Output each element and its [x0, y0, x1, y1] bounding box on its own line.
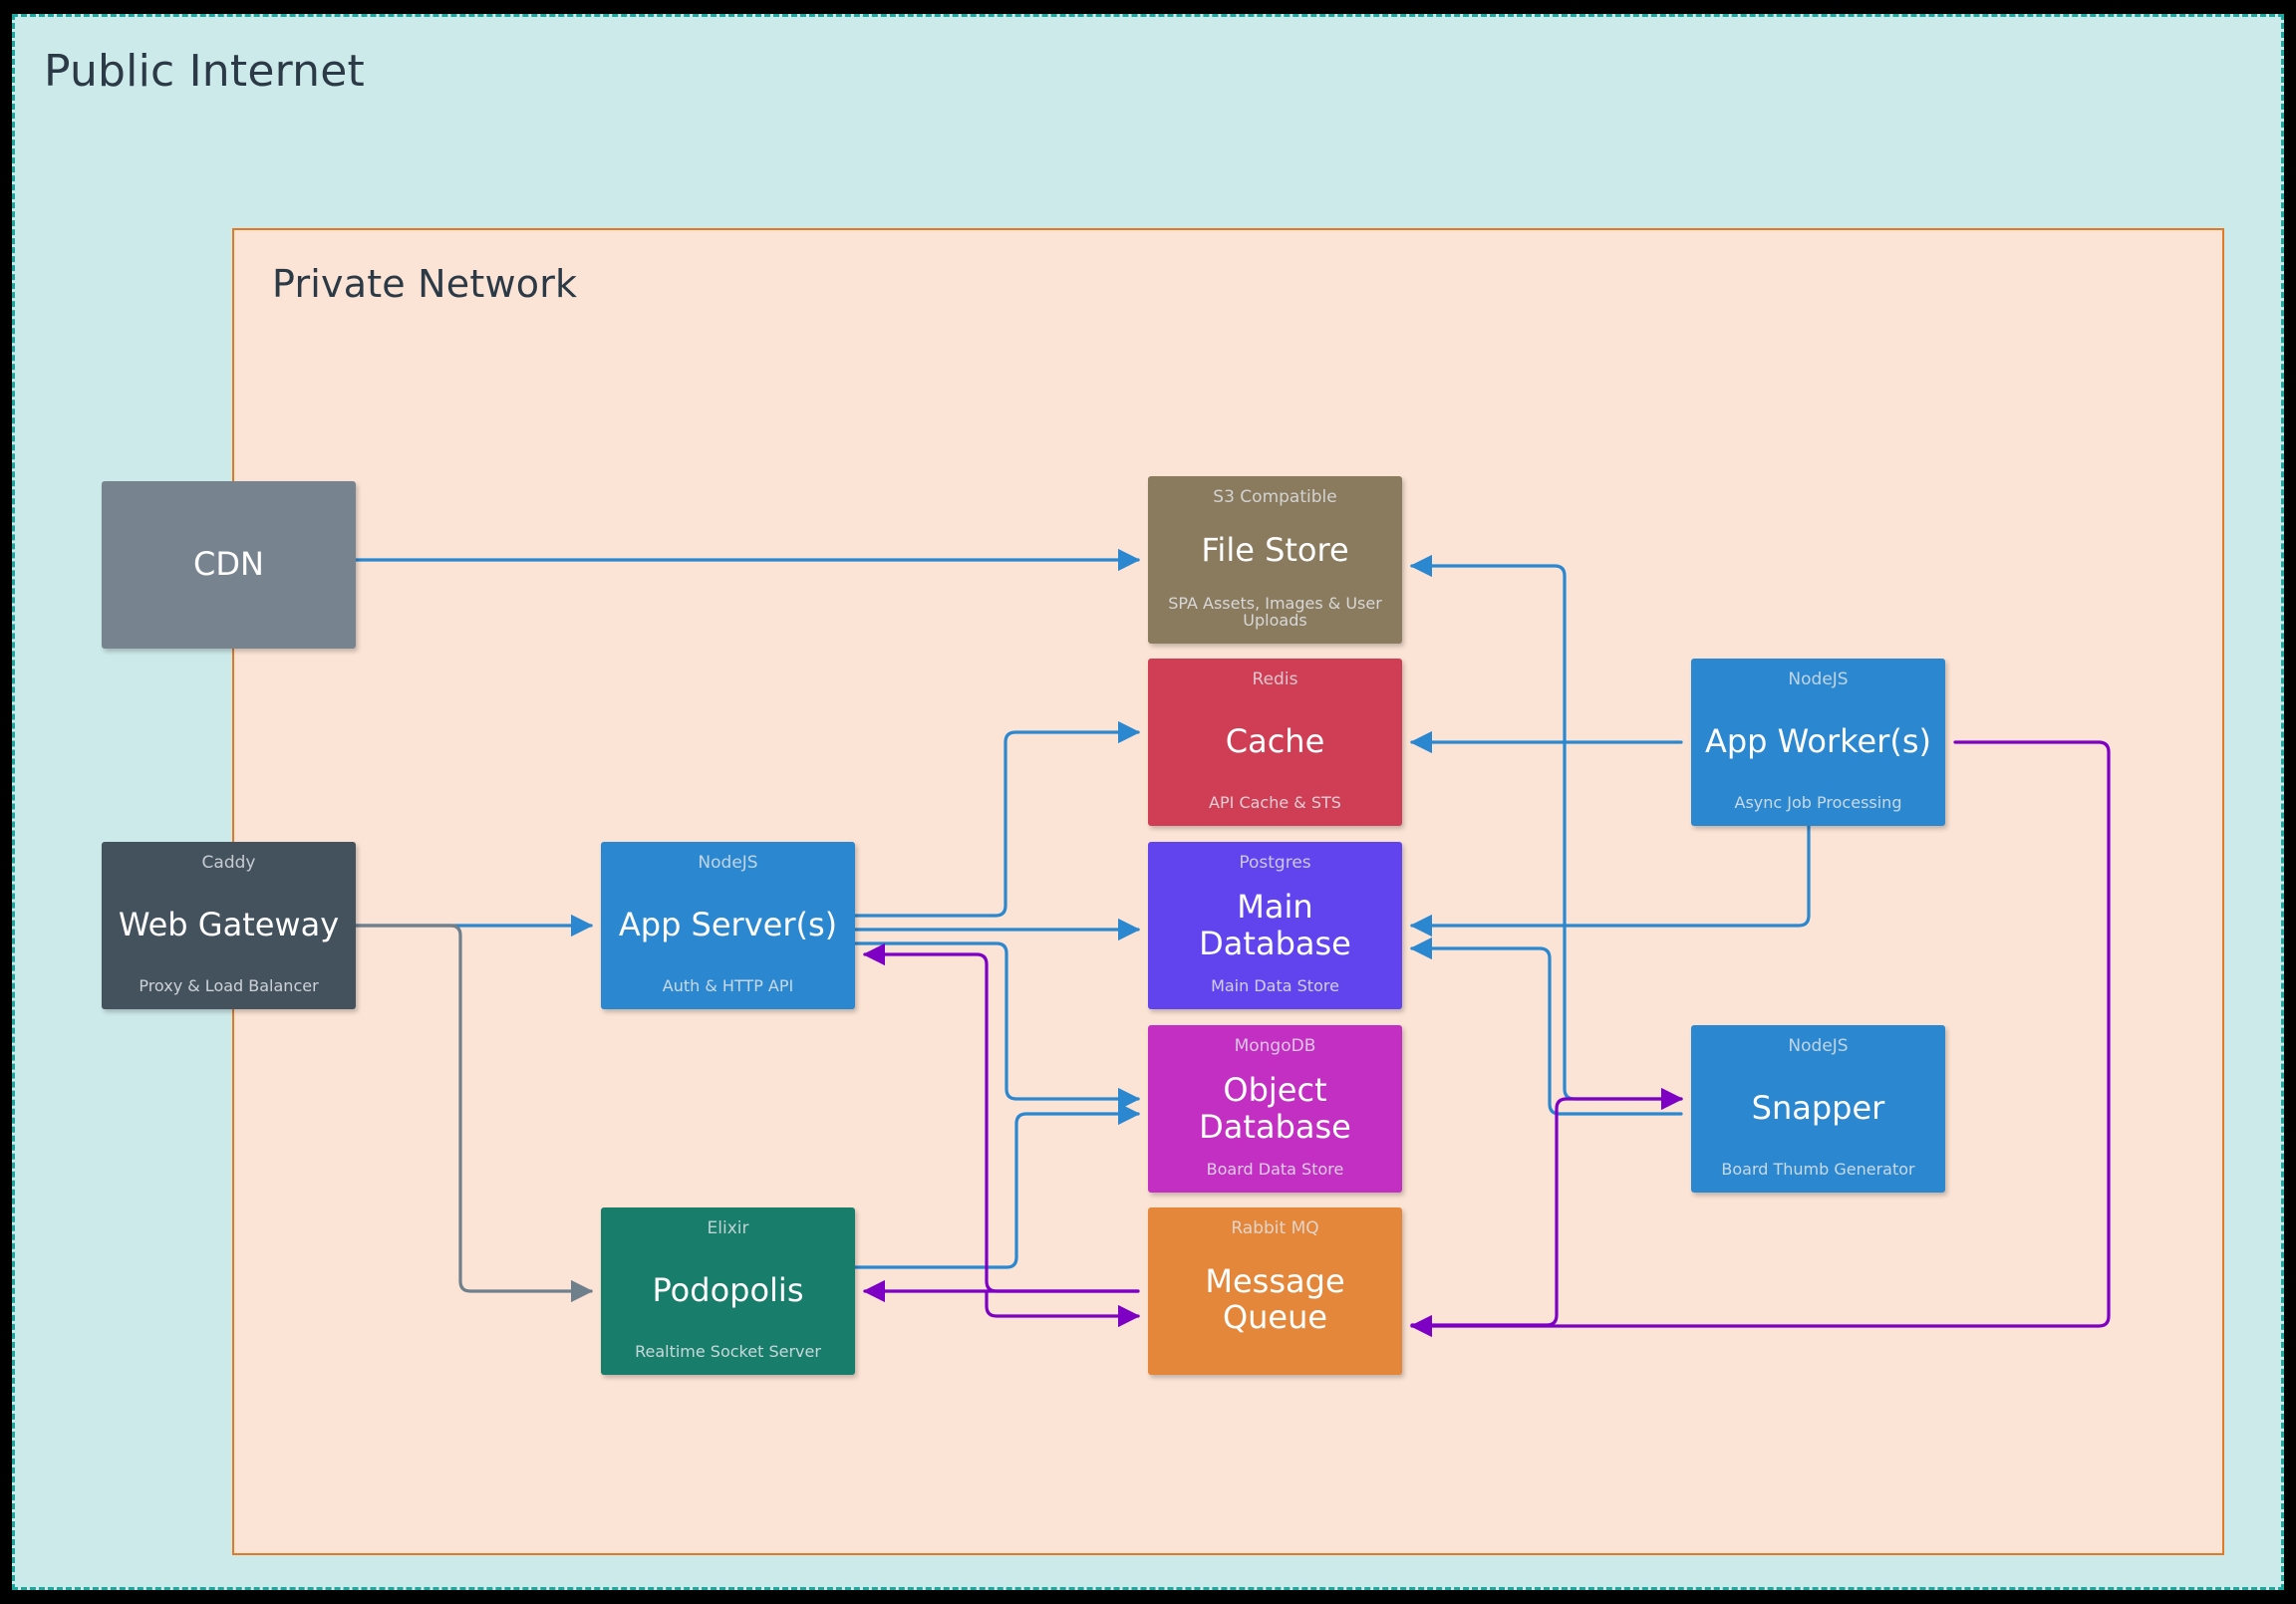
- node-app-server[interactable]: NodeJS App Server(s) Auth & HTTP API: [601, 842, 855, 1009]
- node-main-database-tech: Postgres: [1239, 853, 1311, 873]
- node-message-queue[interactable]: Rabbit MQ Message Queue: [1148, 1207, 1402, 1375]
- node-app-server-desc: Auth & HTTP API: [662, 976, 794, 996]
- node-app-worker[interactable]: NodeJS App Worker(s) Async Job Processin…: [1691, 659, 1945, 826]
- node-file-store[interactable]: S3 Compatible File Store SPA Assets, Ima…: [1148, 476, 1402, 644]
- node-snapper-desc: Board Thumb Generator: [1721, 1160, 1915, 1180]
- zone-public-internet-label: Public Internet: [44, 46, 365, 97]
- node-snapper-name: Snapper: [1751, 1089, 1885, 1128]
- node-object-database[interactable]: MongoDB Object Database Board Data Store: [1148, 1025, 1402, 1193]
- node-podopolis[interactable]: Elixir Podopolis Realtime Socket Server: [601, 1207, 855, 1375]
- node-cache-tech: Redis: [1252, 669, 1298, 689]
- node-cdn-name: CDN: [193, 544, 264, 583]
- node-podopolis-tech: Elixir: [707, 1218, 749, 1238]
- node-file-store-tech: S3 Compatible: [1213, 487, 1337, 507]
- node-cache-desc: API Cache & STS: [1209, 793, 1341, 813]
- node-file-store-name: File Store: [1201, 531, 1349, 570]
- node-app-worker-desc: Async Job Processing: [1734, 793, 1902, 813]
- node-podopolis-name: Podopolis: [652, 1271, 804, 1310]
- node-cdn[interactable]: CDN: [102, 481, 356, 649]
- node-object-database-tech: MongoDB: [1234, 1036, 1316, 1056]
- node-cache-name: Cache: [1225, 722, 1325, 761]
- node-file-store-desc: SPA Assets, Images & User Uploads: [1168, 593, 1382, 631]
- node-web-gateway-desc: Proxy & Load Balancer: [139, 976, 319, 996]
- node-cache[interactable]: Redis Cache API Cache & STS: [1148, 659, 1402, 826]
- node-main-database-desc: Main Data Store: [1211, 976, 1339, 996]
- node-object-database-name: Object Database: [1199, 1070, 1351, 1146]
- node-snapper-tech: NodeJS: [1788, 1036, 1849, 1056]
- node-main-database[interactable]: Postgres Main Database Main Data Store: [1148, 842, 1402, 1009]
- node-podopolis-desc: Realtime Socket Server: [635, 1342, 821, 1362]
- node-web-gateway[interactable]: Caddy Web Gateway Proxy & Load Balancer: [102, 842, 356, 1009]
- node-snapper[interactable]: NodeJS Snapper Board Thumb Generator: [1691, 1025, 1945, 1193]
- node-app-server-name: App Server(s): [618, 906, 838, 944]
- node-web-gateway-name: Web Gateway: [118, 906, 340, 944]
- node-main-database-name: Main Database: [1199, 887, 1351, 962]
- node-object-database-desc: Board Data Store: [1206, 1160, 1344, 1180]
- node-message-queue-tech: Rabbit MQ: [1231, 1218, 1319, 1238]
- node-message-queue-name: Message Queue: [1205, 1261, 1345, 1337]
- node-app-worker-name: App Worker(s): [1704, 722, 1932, 761]
- node-web-gateway-tech: Caddy: [201, 853, 256, 873]
- node-app-server-tech: NodeJS: [698, 853, 758, 873]
- node-app-worker-tech: NodeJS: [1788, 669, 1849, 689]
- zone-private-network-label: Private Network: [272, 262, 578, 306]
